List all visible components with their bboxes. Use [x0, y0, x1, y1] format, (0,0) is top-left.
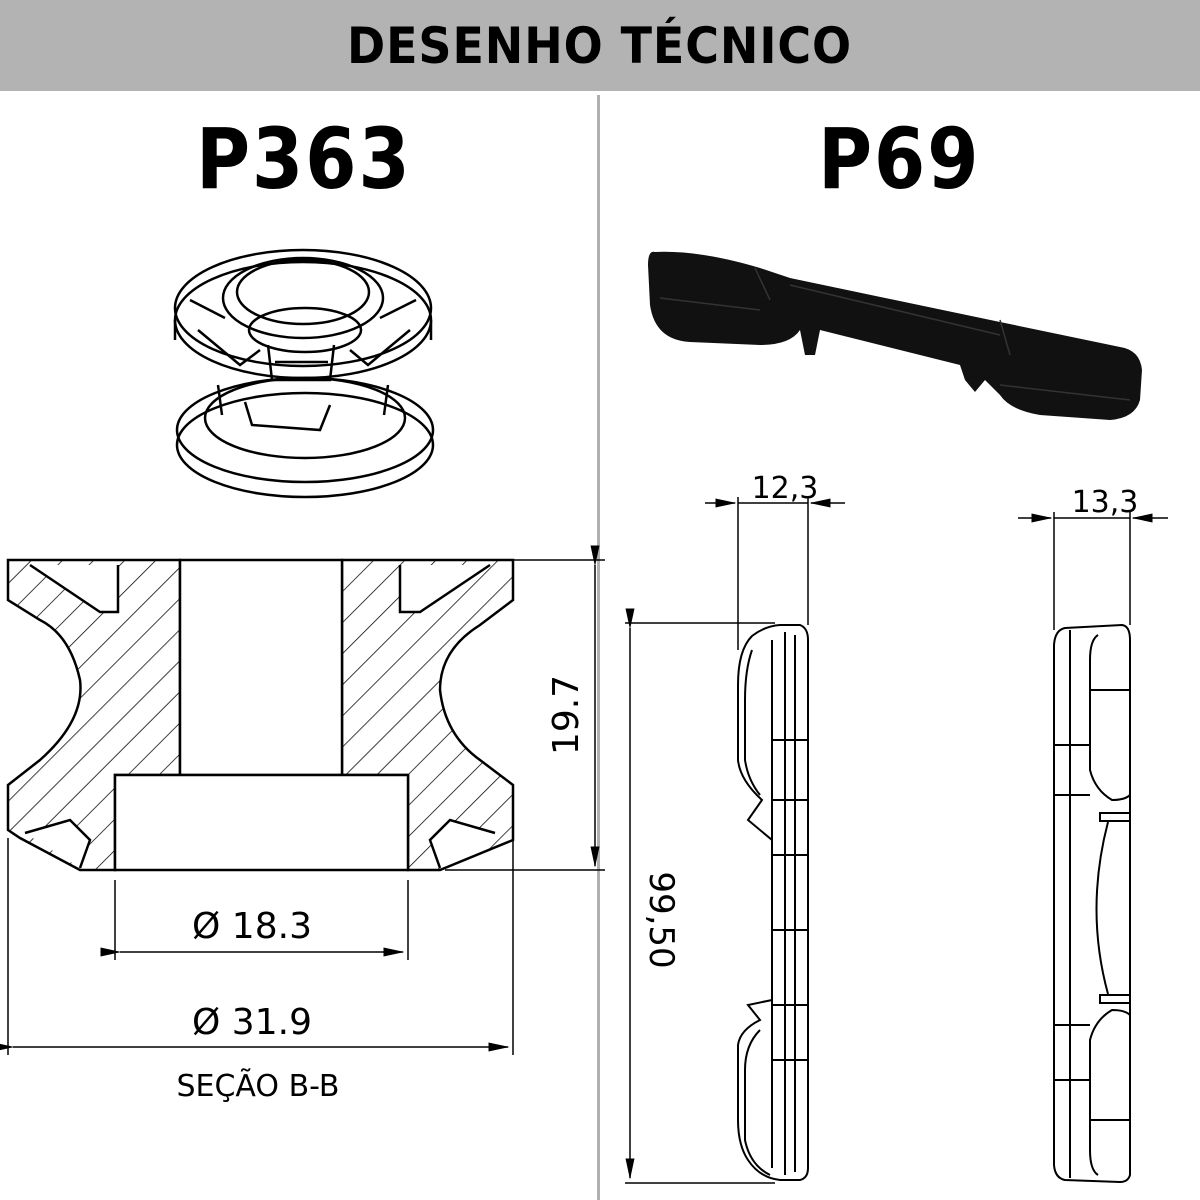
p69-isometric-view — [648, 251, 1142, 420]
p363-inner-diameter: Ø 18.3 — [192, 906, 312, 947]
part-title-p363: P363 — [196, 110, 412, 208]
p69-front-width-dimension: 13,3 — [1072, 485, 1139, 520]
p363-isometric-view — [173, 248, 435, 499]
p69-side-width-dimension: 12,3 — [752, 471, 819, 506]
p69-dimensions — [625, 497, 1168, 1184]
p363-height-dimension: 19.7 — [546, 675, 587, 755]
section-label: SEÇÃO B-B — [176, 1068, 339, 1104]
page-title: DESENHO TÉCNICO — [347, 16, 853, 75]
part-title-p69: P69 — [818, 110, 981, 208]
p69-side-view — [737, 624, 809, 1181]
p69-front-view — [1053, 623, 1131, 1184]
p363-dimensions — [0, 545, 605, 1055]
p363-outer-diameter: Ø 31.9 — [192, 1002, 312, 1043]
header-bar: DESENHO TÉCNICO — [0, 0, 1200, 91]
p363-section-view — [6, 558, 515, 872]
p69-length-dimension: 99,50 — [641, 871, 681, 968]
